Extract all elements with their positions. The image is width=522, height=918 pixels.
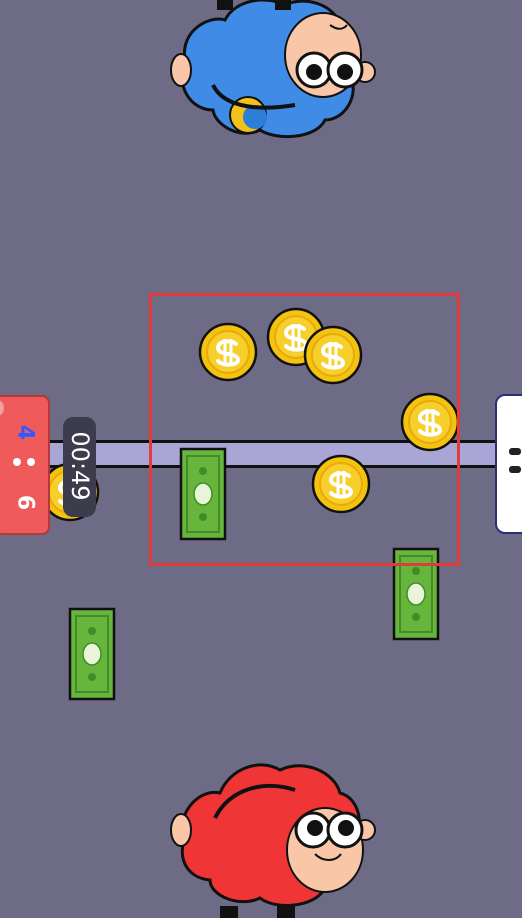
timer-badge xyxy=(63,417,96,517)
blue-score: 4 xyxy=(12,424,38,441)
score-panel-knob xyxy=(0,399,4,417)
score-separator xyxy=(13,456,37,470)
highlight-box xyxy=(149,293,460,566)
red-score: 6 xyxy=(12,494,38,511)
blue-sheep-icon[interactable] xyxy=(165,0,385,145)
red-sheep-icon[interactable] xyxy=(165,758,385,918)
timer-text: 00:49 xyxy=(66,431,94,501)
score-panel xyxy=(0,395,50,535)
cash-bill-icon[interactable] xyxy=(68,607,116,701)
pause-button[interactable] xyxy=(495,394,522,534)
